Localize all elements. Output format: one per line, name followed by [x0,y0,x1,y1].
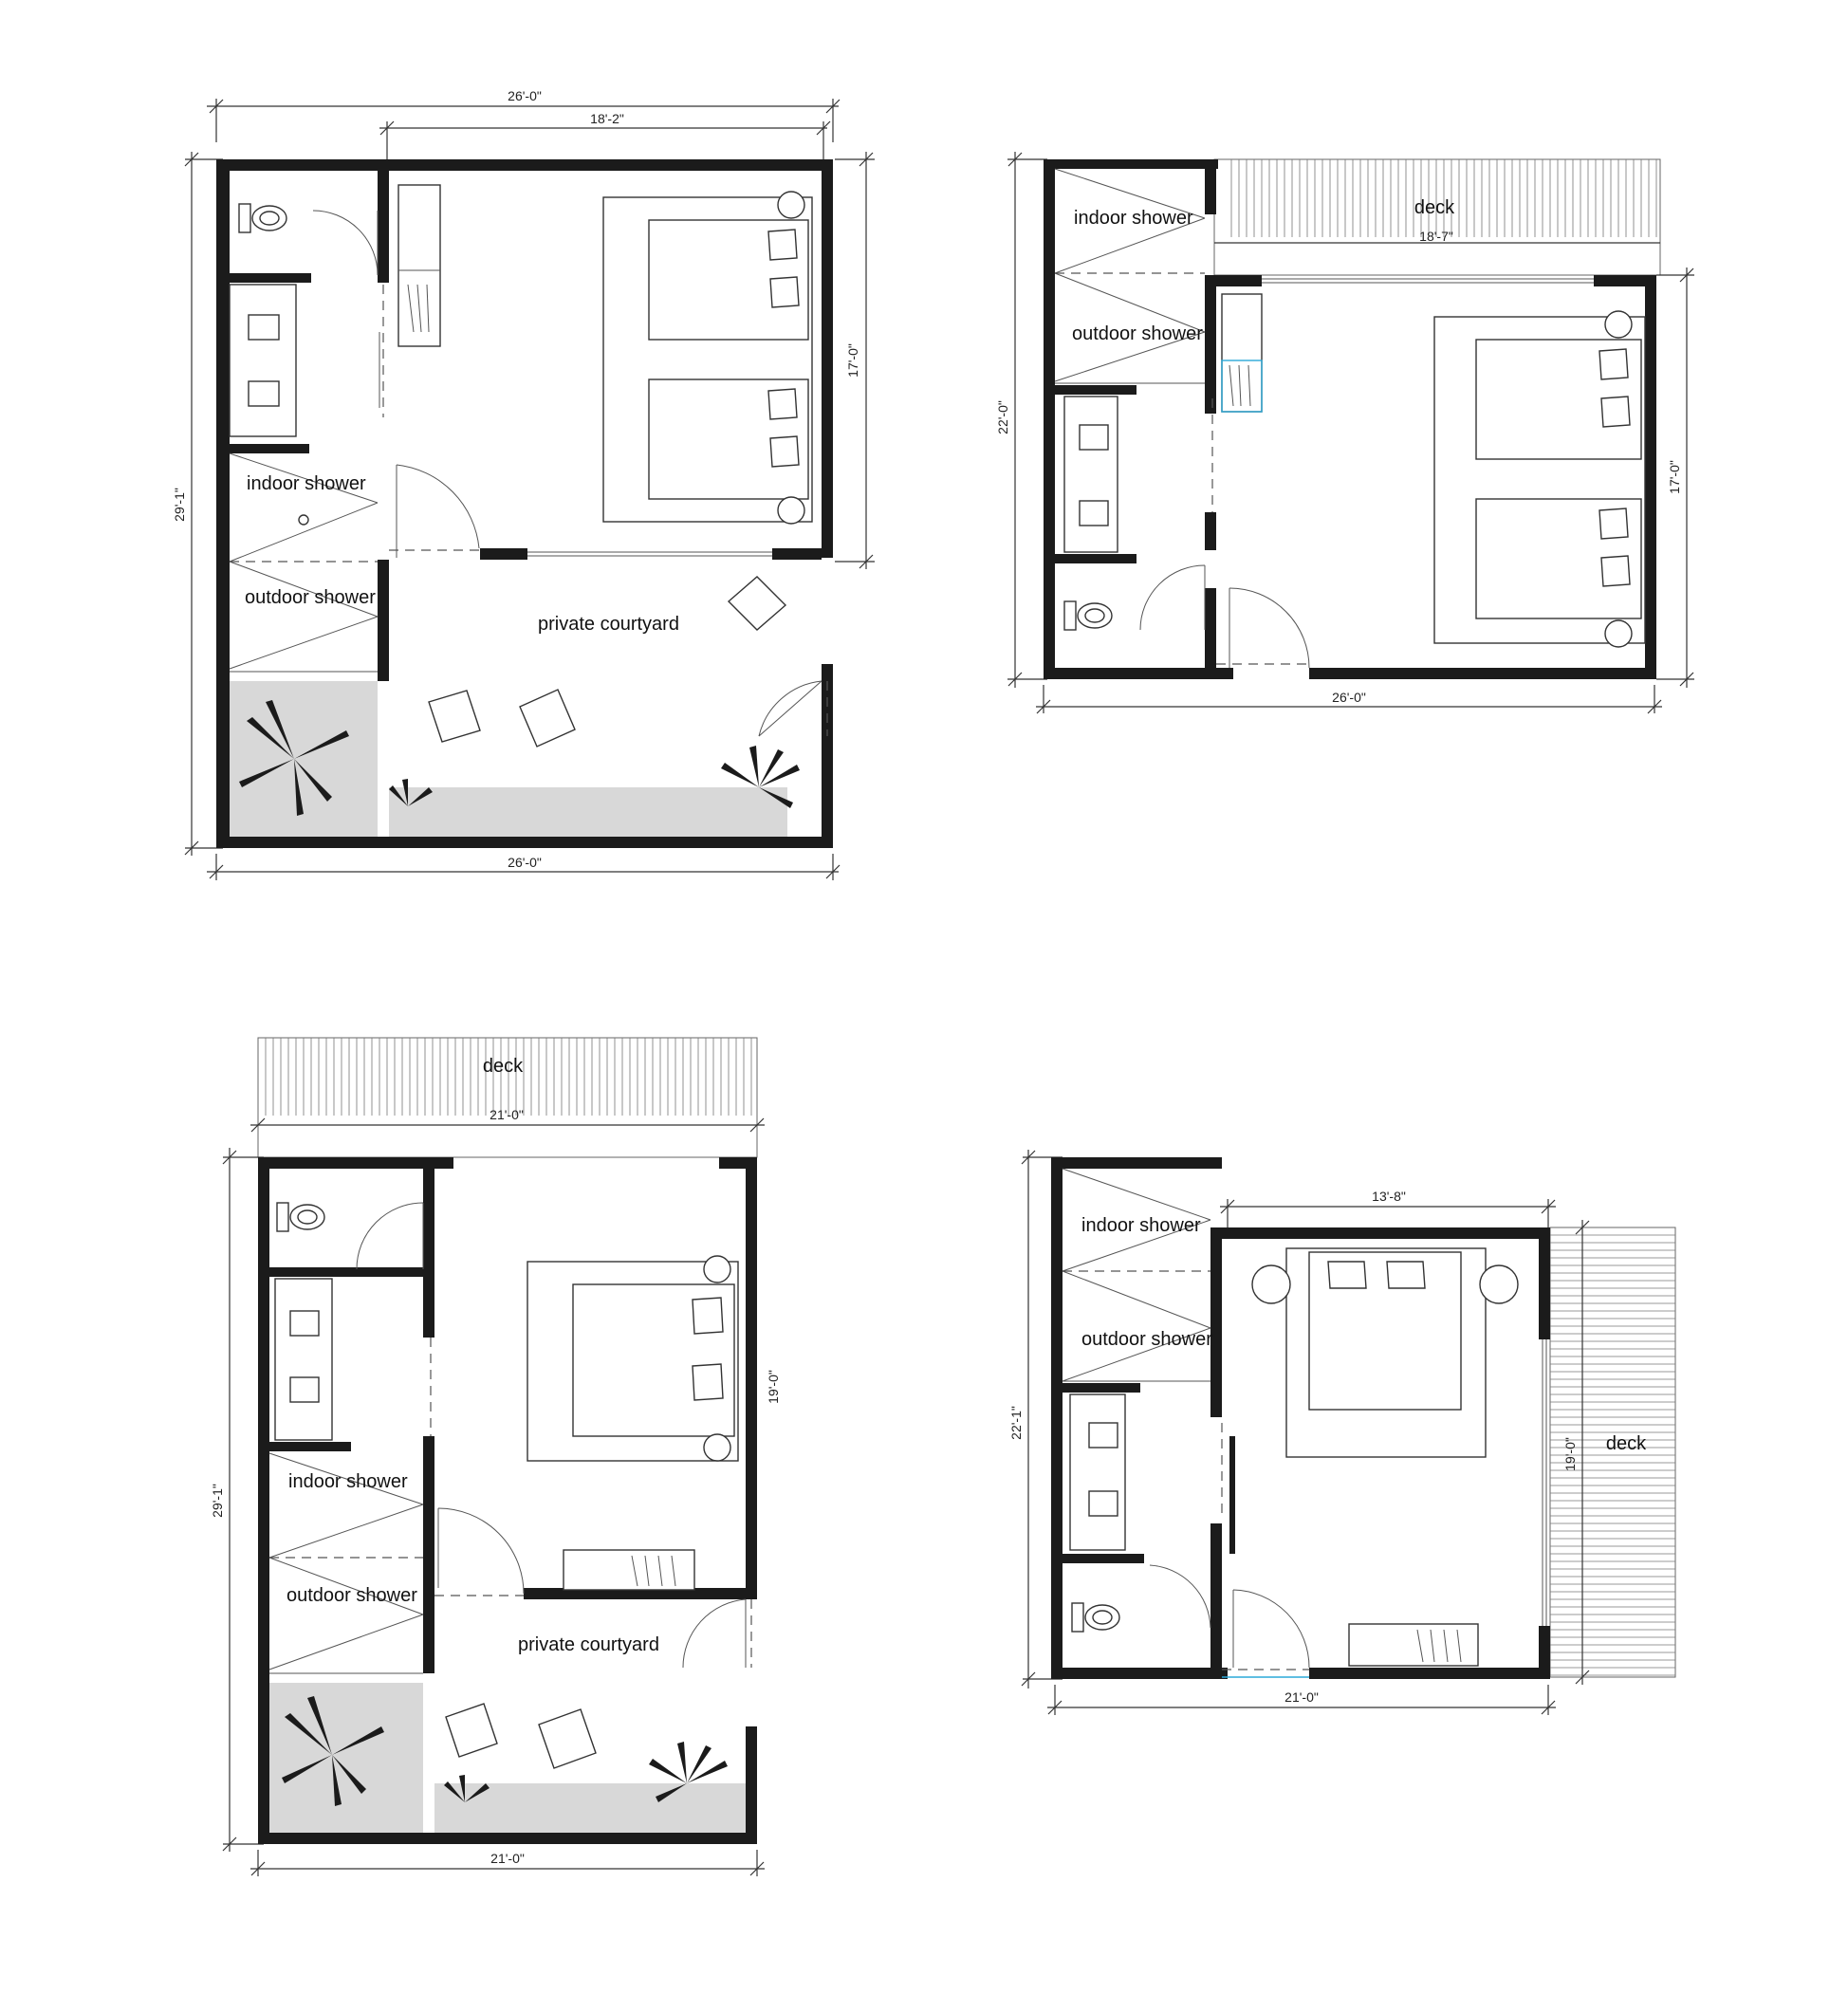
plan-4: deck 19'-0" 13'-8" 22'-1" 21'-0" [1008,1150,1676,1715]
plan-2-indoor-shower-label: indoor shower [1074,208,1193,229]
plan-2: deck 18'-7" 22'-0" 17'-0" 26'-0" [995,152,1694,714]
plan-3: deck 21'-0" 29'-1" 19'-0" 21'-0" [210,1037,781,1876]
plan-1-indoor-shower-label: indoor shower [247,473,366,494]
plan-2-deck-label: deck [1414,197,1455,218]
plan-1-dim-bottom: 26'-0" [508,855,542,870]
plan-4-dim-right: 19'-0" [1562,1437,1578,1471]
plan-3-dim-right: 19'-0" [766,1370,781,1404]
plan-1-fixtures: indoor shower outdoor shower private cou… [229,184,828,837]
plan-1-shrub-plant [389,746,800,808]
plan-1-dim-top-inner: 18'-2" [590,111,624,126]
plan-3-dim-bottom: 21'-0" [490,1851,525,1866]
plan-2-dimensions: 22'-0" 17'-0" 26'-0" [995,152,1694,714]
plan-3-dimensions: 29'-1" 19'-0" 21'-0" [210,1148,781,1876]
plan-1-dim-left: 29'-1" [172,488,187,522]
plan-3-walls [258,1157,757,1844]
plan-3-fixtures: indoor shower outdoor shower private cou… [268,1202,752,1833]
plan-4-dim-bottom: 21'-0" [1284,1689,1319,1705]
plan-2-walls [1044,159,1656,679]
plan-2-dim-left: 22'-0" [995,400,1010,434]
plan-2-dim-right: 17'-0" [1667,460,1682,494]
plan-4-deck: deck 19'-0" [1549,1220,1676,1685]
plan-4-walls [1051,1157,1550,1679]
plan-4-indoor-shower-label: indoor shower [1081,1215,1201,1236]
plan-3-deck: deck 21'-0" [250,1037,765,1158]
plan-4-fixtures: indoor shower outdoor shower [1062,1168,1547,1678]
plan-2-dim-deck: 18'-7" [1419,229,1453,244]
plan-1-dimensions: 26'-0" 18'-2" 17'-0" 29'-1" 26'-0" [172,88,875,880]
plan-1-dim-top-overall: 26'-0" [508,88,542,103]
plan-3-indoor-shower-label: indoor shower [288,1471,408,1492]
plan-3-palm-plant [282,1696,384,1806]
plan-1-dim-right: 17'-0" [845,343,860,378]
plan-4-dim-left: 22'-1" [1008,1406,1024,1440]
plan-4-outdoor-shower-label: outdoor shower [1081,1329,1212,1350]
plan-1: 26'-0" 18'-2" 17'-0" 29'-1" 26'-0" [172,88,875,880]
plan-3-dim-left: 29'-1" [210,1484,225,1518]
plan-2-fixtures: indoor shower outdoor shower [1054,168,1646,669]
plan-2-deck: deck 18'-7" [1213,158,1661,276]
plan-4-dimensions: 13'-8" 22'-1" 21'-0" [1008,1150,1556,1715]
plan-3-deck-label: deck [483,1056,524,1077]
plan-2-outdoor-shower-label: outdoor shower [1072,323,1203,344]
plan-3-outdoor-shower-label: outdoor shower [286,1585,417,1606]
plan-3-dim-deck: 21'-0" [490,1107,524,1122]
plan-1-walls [216,159,833,848]
plan-4-deck-label: deck [1606,1433,1647,1454]
plan-1-palm-plant [239,700,349,816]
plan-3-courtyard-label: private courtyard [518,1634,659,1655]
plan-4-dim-top: 13'-8" [1372,1189,1406,1204]
plan-1-courtyard-label: private courtyard [538,614,679,635]
plan-2-dim-bottom: 26'-0" [1332,690,1366,705]
plan-3-shrub-plant [444,1742,728,1802]
plan-1-outdoor-shower-label: outdoor shower [245,587,376,608]
